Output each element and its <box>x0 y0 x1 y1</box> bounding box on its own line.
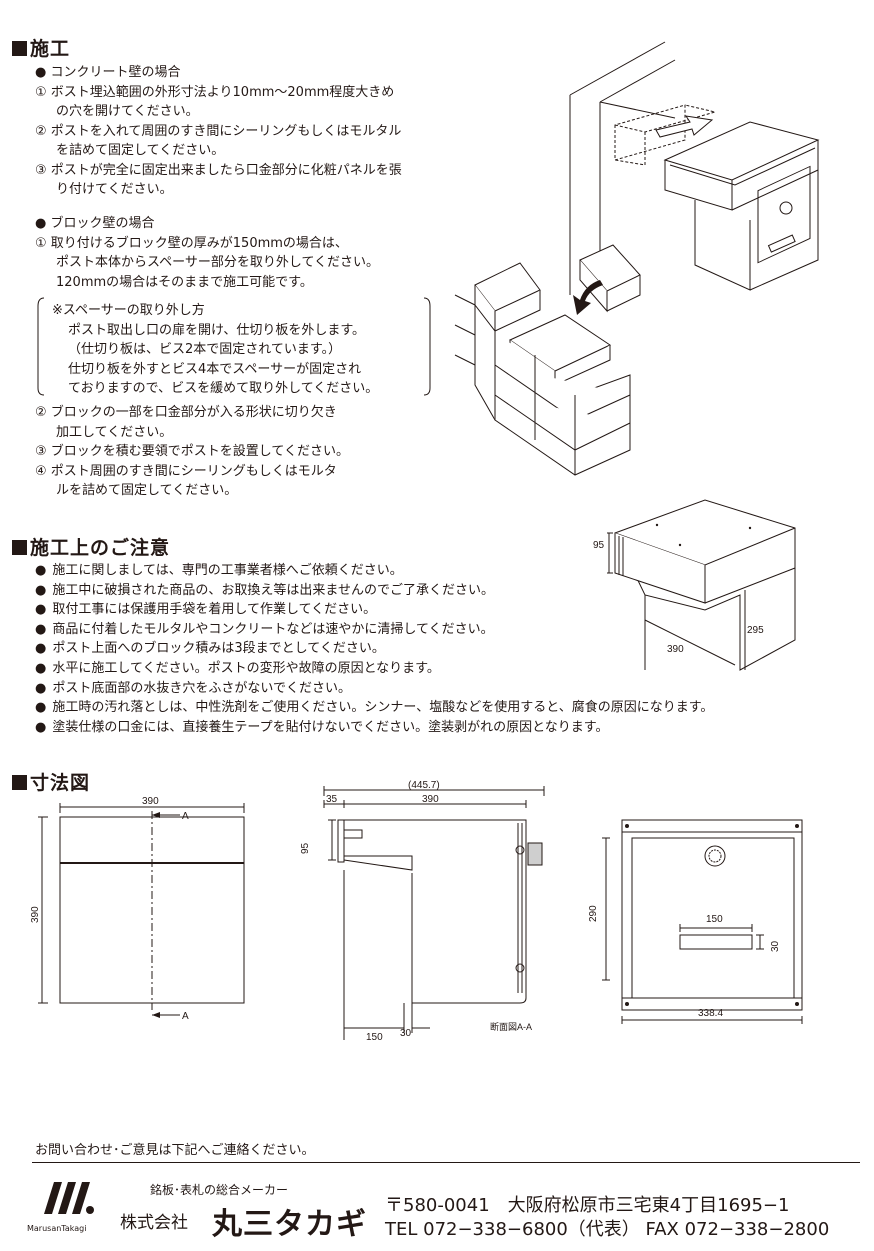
dim-95: 95 <box>593 540 605 551</box>
dim-338: 338.4 <box>698 1008 723 1019</box>
caution-item: 塗装仕様の口金には、直接養生テープを貼付けないでください。塗装剥がれの原因となり… <box>35 718 713 738</box>
dim-150-side: 150 <box>366 1032 383 1043</box>
dim-390: 390 <box>667 644 684 655</box>
side-section-drawing: (445.7) 35 390 95 150 30 断面図A-A <box>300 780 545 1043</box>
company-tagline: 銘板･表札の総合メーカー <box>150 1183 289 1197</box>
spacer-note-bracket <box>36 296 432 396</box>
iso-dimension-drawing: 95 295 390 <box>593 499 796 671</box>
block-wall-illustration <box>454 244 641 476</box>
company-logo-icon <box>44 1182 94 1214</box>
caution-item: 施工中に破損された商品の、お取換え等は出来ませんのでご了承ください。 <box>35 581 713 601</box>
section-title-cautions: 施工上のご注意 <box>12 533 170 560</box>
section-caption: 断面図A-A <box>490 1021 532 1032</box>
front-width: 390 <box>142 796 159 807</box>
dim-95-side: 95 <box>300 842 311 854</box>
caution-item: 水平に施工してください。ポストの変形や故障の原因となります。 <box>35 659 713 679</box>
block-instructions-2: ② ブロックの一部を口金部分が入る形状に切り欠き 加工してください。 ③ ブロッ… <box>35 405 350 498</box>
caution-item: 施工に関しましては、専門の工事業者様へご依頼ください。 <box>35 561 713 581</box>
dim-150-slot: 150 <box>706 914 723 925</box>
caution-list: 施工に関しましては、専門の工事業者様へご依頼ください。 施工中に破損された商品の… <box>35 561 713 737</box>
front-view-drawing: 390 390 A A <box>30 796 245 1022</box>
dim-30-slot: 30 <box>770 940 781 952</box>
logo-wordmark: MarusanTakagi <box>27 1224 87 1233</box>
section-title-install: 施工 <box>12 34 70 61</box>
caution-item: 商品に付着したモルタルやコンクリートなどは速やかに清掃してください。 <box>35 620 713 640</box>
section-title-dimensions: 寸法図 <box>12 768 90 795</box>
dim-30-side: 30 <box>400 1028 412 1039</box>
front-height: 390 <box>30 906 41 923</box>
caution-item: ポスト底面部の水抜き穴をふさがないでください。 <box>35 679 713 699</box>
company-name: 丸三タカギ <box>212 1207 367 1242</box>
spacer-note: ※スペーサーの取り外し方 ポスト取出し口の扉を開け、仕切り板を外します。 （仕切… <box>52 303 379 396</box>
back-view-drawing: 290 150 30 338.4 <box>588 819 803 1024</box>
section-marker-a-bottom: A <box>182 1011 189 1022</box>
dim-295: 295 <box>747 625 764 636</box>
company-prefix: 株式会社 <box>120 1213 188 1233</box>
company-address: 〒580-0041 大阪府松原市三宅東4丁目1695−1 <box>385 1195 790 1216</box>
footer-divider <box>32 1162 860 1163</box>
block-instructions: ● ブロック壁の場合 ① 取り付けるブロック壁の厚みが150mmの場合は、 ポス… <box>35 216 380 290</box>
dim-35: 35 <box>326 794 338 805</box>
dim-290: 290 <box>588 905 599 922</box>
caution-item: 施工時の汚れ落としは、中性洗剤をご使用ください。シンナー、塩酸などを使用すると、… <box>35 698 713 718</box>
dim-total-depth: (445.7) <box>408 780 440 791</box>
section-marker-a-top: A <box>182 811 189 822</box>
concrete-wall-illustration <box>569 41 820 295</box>
dim-390-depth: 390 <box>422 794 439 805</box>
caution-item: 取付工事には保護用手袋を着用して作業してください。 <box>35 600 713 620</box>
concrete-instructions: ● コンクリート壁の場合 ① ボスト埋込範囲の外形寸法より10mm〜20mm程度… <box>35 65 402 197</box>
caution-item: ポスト上面へのブロック積みは3段までとしてください。 <box>35 639 713 659</box>
company-phone-fax: TEL 072−338−6800（代表） FAX 072−338−2800 <box>385 1219 830 1240</box>
contact-note: お問い合わせ･ご意見は下記へご連絡ください。 <box>35 1143 315 1158</box>
